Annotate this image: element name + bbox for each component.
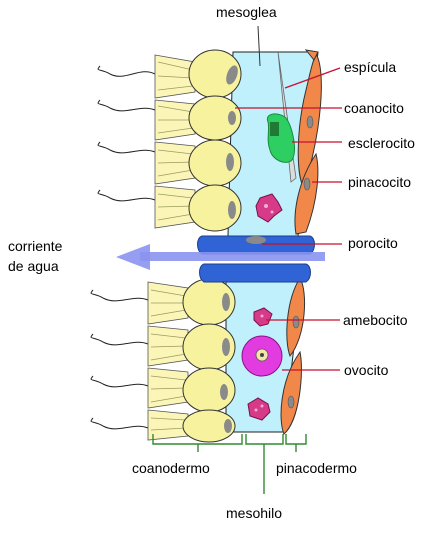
sclerocyte-nucleus [270, 122, 279, 136]
mesoglea-leader [257, 25, 261, 67]
label-espicula: espícula [344, 59, 396, 75]
label-coanodermo: coanodermo [132, 460, 210, 476]
label-mesohilo: mesohilo [226, 505, 282, 521]
layer-brackets [152, 434, 307, 494]
label-pinacocito: pinacocito [348, 174, 411, 190]
label-amebocito: amebocito [343, 312, 408, 328]
label-esclerocito: esclerocito [348, 135, 415, 151]
porocyte [197, 235, 315, 283]
amoebocyte-spots [254, 204, 274, 412]
flagella-lower [90, 289, 149, 430]
label-pinacodermo: pinacodermo [276, 460, 357, 476]
water-current-arrow [116, 244, 325, 270]
label-corriente-line1: corriente [8, 238, 63, 254]
flagella-upper [97, 65, 156, 202]
label-ovocito: ovocito [344, 362, 389, 378]
collars-lower [147, 281, 189, 441]
leader-lines [235, 67, 342, 371]
label-porocito: porocito [348, 235, 398, 251]
label-coanocito: coanocito [344, 100, 404, 116]
collars-upper [154, 54, 196, 229]
pinacocyte-nuclei [287, 115, 314, 409]
choanocytes-lower [182, 278, 236, 443]
amoebocytes [247, 193, 283, 421]
choanocytes-upper [188, 49, 242, 232]
choanocyte-nuclei [220, 65, 238, 433]
label-mesoglea: mesoglea [216, 4, 277, 20]
oocyte-nucleolus [260, 353, 264, 357]
label-corriente-line2: de agua [8, 258, 59, 274]
